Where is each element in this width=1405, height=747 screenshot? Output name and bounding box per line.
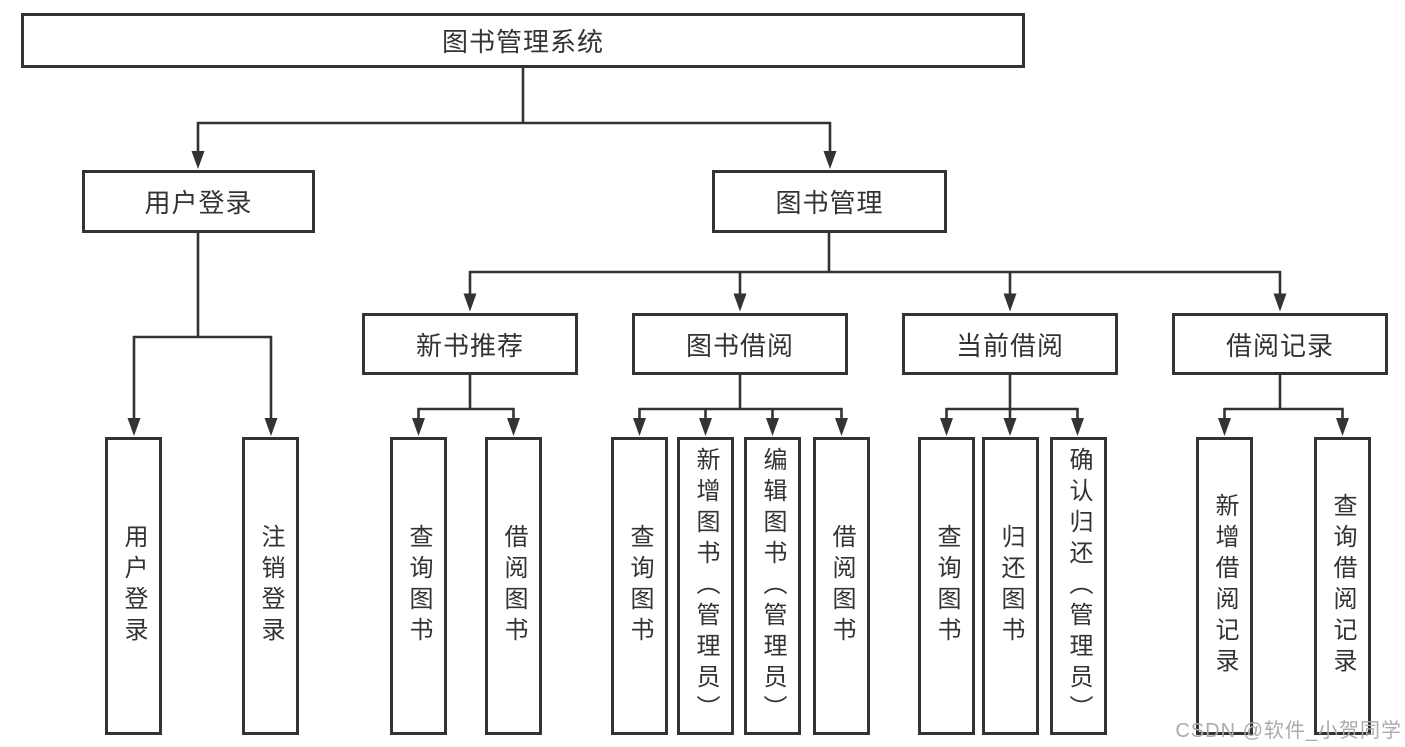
leaf-logout-label: 注销登录: [257, 524, 284, 648]
node-book-management: 图书管理: [712, 170, 947, 233]
leaf-recommend-borrow-books: 借阅图书: [485, 437, 542, 735]
node-user-login: 用户登录: [82, 170, 315, 233]
leaf-current-return-books-label: 归还图书: [997, 524, 1024, 648]
leaf-borrowing-add-books-admin-label: 新增图书（管理员）: [692, 446, 719, 726]
leaf-borrowing-borrow-books-label: 借阅图书: [828, 524, 855, 648]
leaf-logout: 注销登录: [242, 437, 299, 735]
node-root-label: 图书管理系统: [441, 27, 604, 57]
leaf-recommend-borrow-books-label: 借阅图书: [500, 524, 527, 648]
leaf-records-add-record: 新增借阅记录: [1196, 437, 1253, 735]
leaf-borrowing-borrow-books: 借阅图书: [813, 437, 870, 735]
leaf-records-add-record-label: 新增借阅记录: [1211, 493, 1238, 679]
leaf-borrowing-edit-books-admin-label: 编辑图书（管理员）: [759, 446, 786, 726]
node-book-borrowing-label: 图书借阅: [685, 330, 794, 361]
node-root: 图书管理系统: [21, 13, 1025, 68]
leaf-current-confirm-return-admin: 确认归还（管理员）: [1050, 437, 1107, 735]
leaf-current-query-books: 查询图书: [918, 437, 975, 735]
node-current-borrowing-label: 当前借阅: [955, 330, 1064, 361]
node-new-book-recommend: 新书推荐: [362, 313, 578, 375]
leaf-records-query-record-label: 查询借阅记录: [1329, 493, 1356, 679]
leaf-records-query-record: 查询借阅记录: [1314, 437, 1371, 735]
node-book-borrowing: 图书借阅: [632, 313, 848, 375]
leaf-borrowing-edit-books-admin: 编辑图书（管理员）: [744, 437, 801, 735]
leaf-borrowing-query-books-label: 查询图书: [626, 524, 653, 648]
leaf-recommend-query-books-label: 查询图书: [405, 524, 432, 648]
node-new-book-recommend-label: 新书推荐: [415, 330, 524, 361]
leaf-current-return-books: 归还图书: [982, 437, 1039, 735]
leaf-borrowing-add-books-admin: 新增图书（管理员）: [677, 437, 734, 735]
watermark: CSDN @软件_小贺同学: [1175, 720, 1402, 742]
leaf-user-login: 用户登录: [105, 437, 162, 735]
arrowheads: [127, 151, 1349, 436]
leaf-recommend-query-books: 查询图书: [390, 437, 447, 735]
node-user-login-label: 用户登录: [144, 188, 253, 218]
node-book-management-label: 图书管理: [775, 188, 884, 218]
node-current-borrowing: 当前借阅: [902, 313, 1118, 375]
leaf-current-query-books-label: 查询图书: [933, 524, 960, 648]
leaf-current-confirm-return-admin-label: 确认归还（管理员）: [1065, 446, 1092, 726]
node-borrow-records: 借阅记录: [1172, 313, 1388, 375]
leaf-user-login-label: 用户登录: [120, 524, 147, 648]
node-borrow-records-label: 借阅记录: [1225, 330, 1334, 361]
leaf-borrowing-query-books: 查询图书: [611, 437, 668, 735]
connector-lines: [132, 68, 1344, 420]
